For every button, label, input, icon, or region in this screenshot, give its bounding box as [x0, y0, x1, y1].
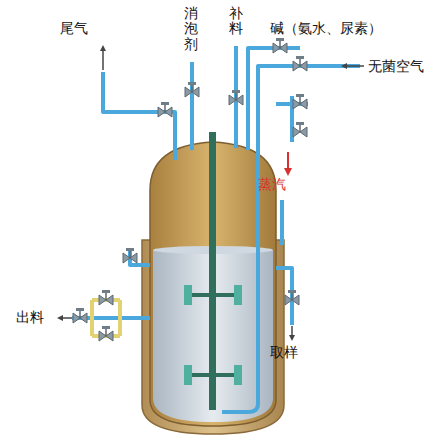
- pipe-label: 出料: [16, 309, 44, 326]
- pipe-label: 无菌空气: [368, 58, 424, 75]
- pipe-label: 尾气: [60, 20, 88, 37]
- pipe-label: 碱（氨水、尿素）: [270, 20, 382, 37]
- pipe-label: 补料: [229, 6, 243, 37]
- pipe-label: 取样: [270, 344, 298, 361]
- pipe-label: 蒸汽: [258, 176, 286, 193]
- pipe-label: 消泡剂: [184, 6, 198, 52]
